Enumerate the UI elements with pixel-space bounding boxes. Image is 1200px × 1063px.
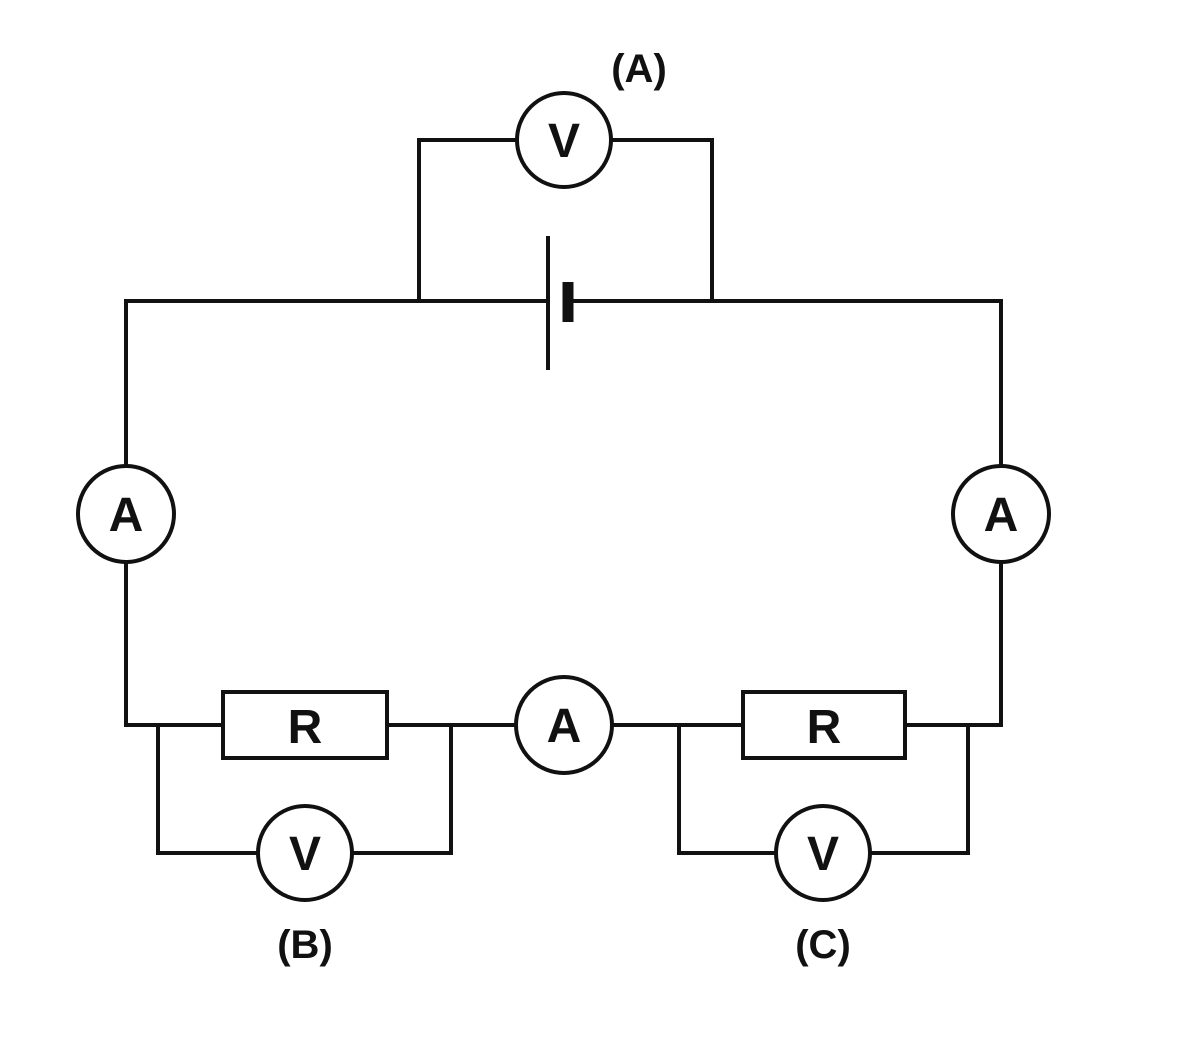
voltmeter-right-symbol: V (807, 828, 839, 881)
ammeter-left: A (76, 464, 176, 564)
resistor-right-symbol: R (807, 701, 842, 754)
wire-left-voltmeter-left (156, 723, 260, 855)
battery (546, 236, 574, 370)
voltmeter-top-label: (A) (611, 47, 667, 91)
voltmeter-left: V (256, 804, 354, 902)
ammeter-middle-ring (514, 675, 614, 775)
ammeter-right: A (951, 464, 1051, 564)
voltmeter-left-ring (256, 804, 354, 902)
voltmeter-right-label: (C) (795, 923, 851, 967)
ammeter-right-symbol: A (984, 489, 1019, 542)
voltmeter-right-ring (774, 804, 872, 902)
resistor-left-body (221, 690, 389, 760)
wire-top-voltmeter-left (417, 138, 519, 303)
wire-right-voltmeter-right (868, 723, 970, 855)
ammeter-middle-symbol: A (547, 700, 582, 753)
wires (124, 138, 1003, 855)
voltmeter-top: V (515, 91, 613, 189)
wire-right-lower (903, 560, 1003, 727)
voltmeter-left-label: (B) (277, 923, 333, 967)
wire-left-lower (124, 560, 225, 727)
voltmeter-top-ring (515, 91, 613, 189)
resistor-left-symbol: R (288, 701, 323, 754)
resistor-right: R (741, 690, 907, 760)
ammeter-left-symbol: A (109, 489, 144, 542)
wire-top-voltmeter-right (609, 138, 714, 303)
ammeter-middle: A (514, 675, 614, 775)
voltmeter-top-symbol: V (548, 115, 580, 168)
resistor-left: R (221, 690, 389, 760)
voltmeter-right: V (774, 804, 872, 902)
voltmeter-left-symbol: V (289, 828, 321, 881)
wire-right-voltmeter-left (677, 723, 778, 855)
wire-left-voltmeter-right (350, 723, 453, 855)
ammeter-right-ring (951, 464, 1051, 564)
ammeter-left-ring (76, 464, 176, 564)
resistor-right-body (741, 690, 907, 760)
